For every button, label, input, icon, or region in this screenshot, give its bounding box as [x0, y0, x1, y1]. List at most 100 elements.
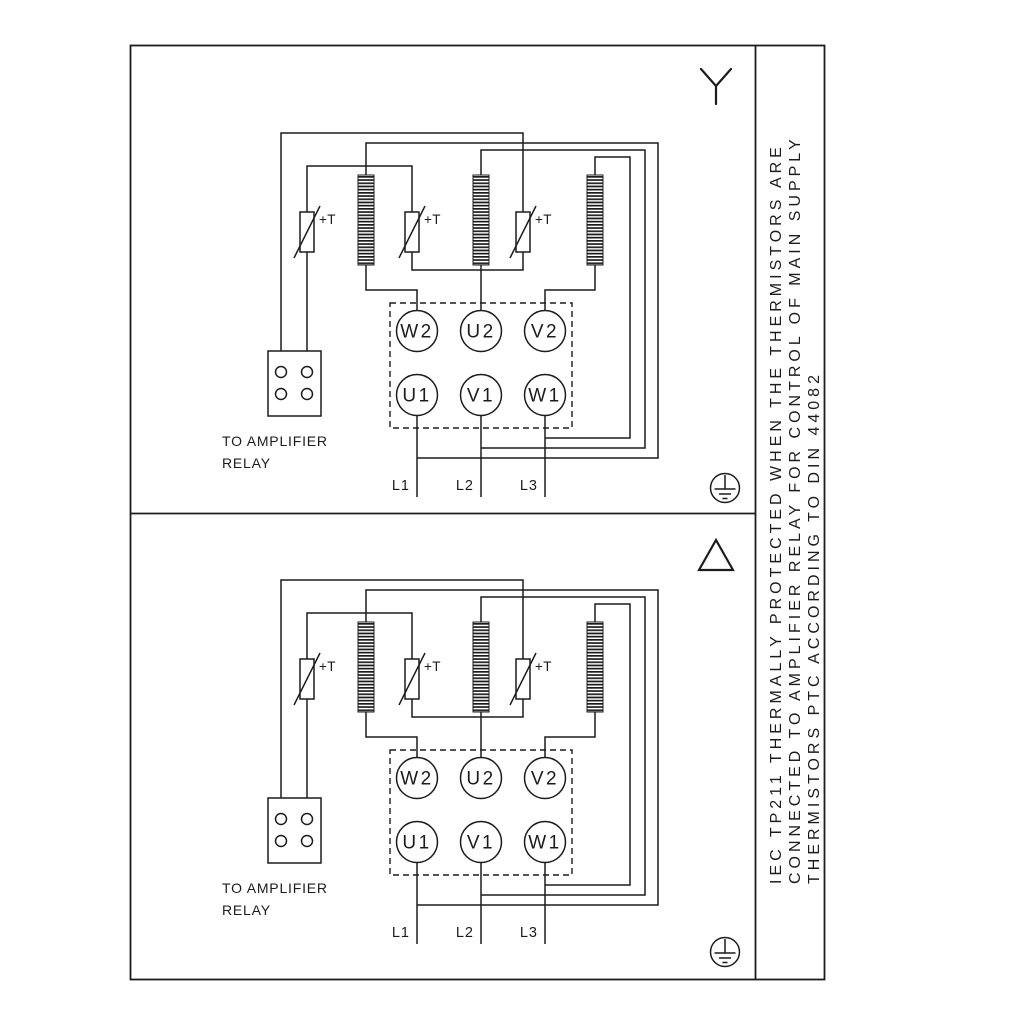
relay-connector-box: [267, 350, 322, 417]
wire-relay-to-thermistor3: [280, 579, 524, 798]
side-note: IEC TP211 THERMALLY PROTECTED WHEN THE T…: [768, 135, 823, 884]
terminal-V1: V1: [459, 820, 503, 864]
terminal-U2: U2: [459, 309, 503, 353]
wire-thermistor1-to-thermistor2: [306, 165, 413, 212]
relay-note-line2: RELAY: [222, 455, 271, 471]
terminal-circle: [523, 756, 567, 800]
wire-winding3-to-V2: [544, 712, 596, 758]
thermistor-circuit-wiring: [280, 132, 524, 351]
thermistor-slash: [293, 652, 321, 706]
wire-thermistor2-to-thermistor3: [411, 699, 524, 718]
thermistor-label: +T: [424, 659, 441, 674]
terminal-label: U1: [402, 386, 431, 407]
winding-coil-3: [586, 621, 604, 713]
terminal-circle: [523, 820, 567, 864]
supply-label-L1: L1: [392, 478, 410, 494]
relay-pin: [300, 387, 314, 401]
thermistors: +T +T +T: [293, 652, 552, 706]
thermistor-label: +T: [535, 212, 552, 227]
star-connection-symbol: [699, 67, 733, 106]
terminal-label: U2: [466, 322, 495, 343]
terminal-label: U1: [402, 833, 431, 854]
thermistor-label: +T: [424, 212, 441, 227]
relay-note: TO AMPLIFIER RELAY: [222, 433, 328, 471]
earth-ground-icon: [709, 472, 741, 504]
side-note-line1: IEC TP211 THERMALLY PROTECTED WHEN THE T…: [768, 143, 785, 884]
thermistor-1: +T: [293, 205, 336, 259]
relay-note-line1: TO AMPLIFIER: [222, 880, 328, 896]
terminal-V2: V2: [523, 756, 567, 800]
wire-winding3-return: [545, 156, 631, 439]
motor-windings: [357, 621, 604, 713]
wire-thermistor2-to-thermistor3: [411, 252, 524, 271]
winding-coil-3: [586, 174, 604, 266]
terminal-circle: [459, 373, 503, 417]
terminal-box: W2 U2 V2 U1 V1 W1: [389, 302, 573, 429]
frame: [129, 44, 826, 981]
terminal-circle: [395, 309, 439, 353]
relay-pin: [300, 365, 314, 379]
supply-labels: L1 L2 L3: [392, 925, 538, 941]
outer-border: [129, 44, 826, 981]
relay-note-line1: TO AMPLIFIER: [222, 433, 328, 449]
supply-labels: L1 L2 L3: [392, 478, 538, 494]
terminal-label: U2: [466, 769, 495, 790]
terminal-box-outline: [389, 302, 573, 429]
wire-winding1-return: [365, 589, 659, 906]
wire-winding1-to-W2: [365, 712, 418, 758]
supply-label-L3: L3: [520, 925, 538, 941]
relay-pin: [274, 365, 288, 379]
supply-label-L2: L2: [456, 478, 474, 494]
winding-coil-1: [357, 174, 375, 266]
relay-note: TO AMPLIFIER RELAY: [222, 880, 328, 918]
thermistor-3: +T: [509, 652, 552, 706]
terminal-box: W2 U2 V2 U1 V1 W1: [389, 749, 573, 876]
terminal-V2: V2: [523, 309, 567, 353]
terminal-label: W2: [400, 322, 434, 343]
terminal-W2: W2: [395, 309, 439, 353]
relay-pin: [274, 387, 288, 401]
terminal-label: V2: [531, 322, 559, 343]
thermistor-1: +T: [293, 652, 336, 706]
panel-delta-connection: +T +T +T W2 U2: [222, 579, 659, 944]
wire-winding1-to-W2: [365, 265, 418, 311]
terminal-box-outline: [389, 749, 573, 876]
supply-label-L3: L3: [520, 478, 538, 494]
relay-pin: [274, 812, 288, 826]
wire-winding2-return: [480, 149, 646, 449]
terminal-circle: [395, 820, 439, 864]
terminal-label: V1: [467, 386, 495, 407]
supply-label-L2: L2: [456, 925, 474, 941]
terminal-W1: W1: [523, 820, 567, 864]
terminal-label: V1: [467, 833, 495, 854]
wire-winding3-to-V2: [544, 265, 596, 311]
relay-pin: [300, 834, 314, 848]
terminal-circle: [459, 820, 503, 864]
terminal-label: W2: [400, 769, 434, 790]
terminal-W2: W2: [395, 756, 439, 800]
earth-bars: [714, 475, 736, 500]
wire-winding2-return: [480, 596, 646, 896]
relay-note-line2: RELAY: [222, 902, 271, 918]
panel-star-connection: +T +T +T W2 U2: [222, 132, 659, 497]
thermistor-slash: [398, 205, 426, 259]
relay-pin: [300, 812, 314, 826]
winding-coil-2: [472, 621, 490, 713]
relay-connector-box: [267, 797, 322, 864]
delta-connection-symbol: [697, 537, 735, 572]
terminal-circle: [395, 756, 439, 800]
thermistor-slash: [509, 205, 537, 259]
terminal-circle: [523, 373, 567, 417]
terminal-circle: [395, 373, 439, 417]
thermistor-slash: [398, 652, 426, 706]
thermistor-3: +T: [509, 205, 552, 259]
terminal-label: V2: [531, 769, 559, 790]
terminal-U1: U1: [395, 373, 439, 417]
thermistor-2: +T: [398, 652, 441, 706]
thermistor-label: +T: [535, 659, 552, 674]
thermistor-circuit-wiring: [280, 579, 524, 798]
winding-coil-1: [357, 621, 375, 713]
terminal-U2: U2: [459, 756, 503, 800]
terminal-circle: [459, 309, 503, 353]
